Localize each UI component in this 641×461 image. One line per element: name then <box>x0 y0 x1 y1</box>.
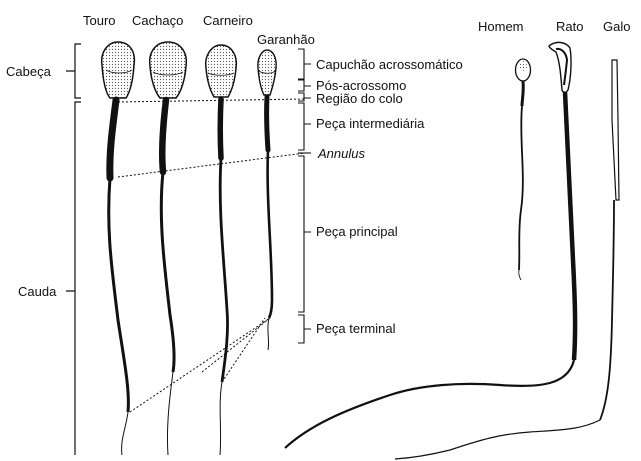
peca-principal-bracket <box>298 156 311 312</box>
dotted-guides <box>118 99 305 412</box>
label-galo: Galo <box>603 20 630 33</box>
label-annulus: Annulus <box>318 147 365 160</box>
peca-terminal-bracket <box>298 315 311 343</box>
cabeca-bracket <box>66 44 81 98</box>
label-garanhao: Garanhão <box>257 33 315 46</box>
label-capuchao-acrossomatico: Capuchão acrossomático <box>316 58 463 71</box>
galo-sperm <box>395 60 619 459</box>
touro-sperm <box>102 42 135 455</box>
pos-acrossomo-bracket <box>298 80 311 91</box>
garanhao-sperm <box>258 50 276 350</box>
regiao-colo-bracket <box>298 93 311 101</box>
label-carneiro: Carneiro <box>203 14 253 27</box>
label-touro: Touro <box>83 14 116 27</box>
label-peca-principal: Peça principal <box>316 225 398 238</box>
label-cauda: Cauda <box>18 285 56 298</box>
label-rato: Rato <box>556 20 583 33</box>
cauda-bracket <box>66 102 81 455</box>
label-regiao-do-colo: Região do colo <box>316 92 403 105</box>
cachaco-sperm <box>150 42 187 455</box>
label-cachaco: Cachaço <box>132 14 183 27</box>
homem-sperm <box>516 59 531 280</box>
peca-intermediaria-bracket <box>298 103 311 150</box>
label-cabeca: Cabeça <box>6 65 51 78</box>
capuchao-bracket <box>298 49 311 79</box>
label-homem: Homem <box>478 20 524 33</box>
label-peca-intermediaria: Peça intermediária <box>316 117 424 130</box>
carneiro-sperm <box>206 45 237 455</box>
label-peca-terminal: Peça terminal <box>316 322 395 335</box>
